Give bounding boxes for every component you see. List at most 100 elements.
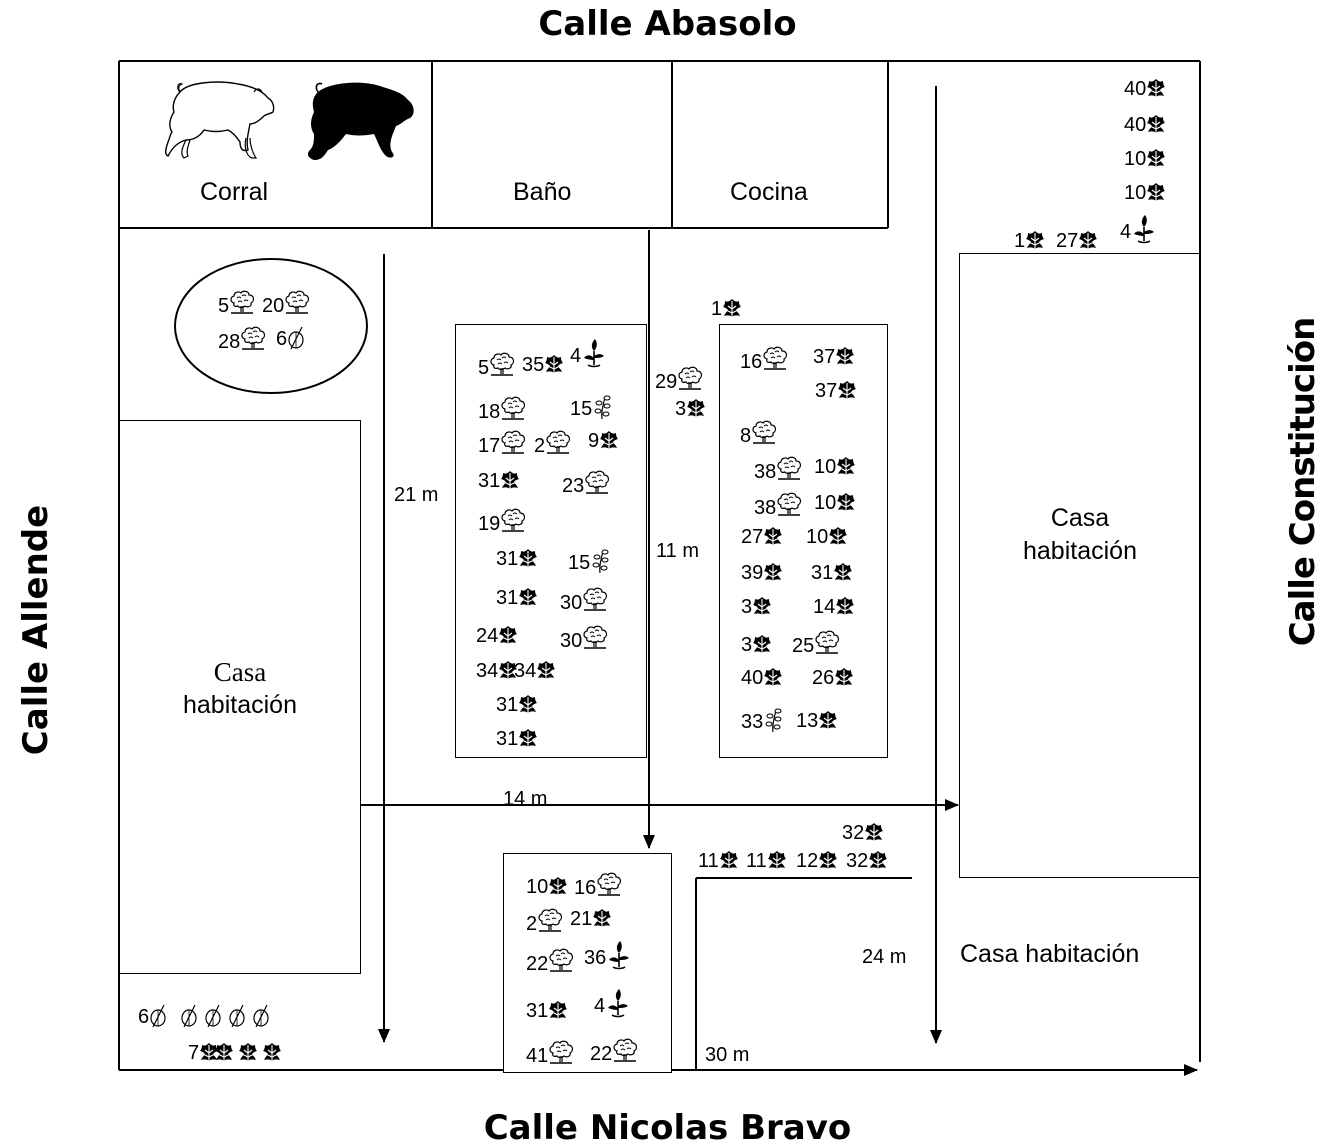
tree-icon <box>584 470 610 496</box>
plant-marker: 4 <box>594 988 631 1018</box>
plant-number: 33 <box>741 711 764 733</box>
plant-number: 10 <box>1124 148 1147 170</box>
plant-marker: 39 <box>741 562 783 584</box>
plant-number: 31 <box>496 728 519 750</box>
shrub-leaf-icon <box>1146 114 1166 134</box>
shrub-leaf-icon <box>836 492 856 512</box>
plant-number: 22 <box>526 953 549 975</box>
plant-number: 4 <box>570 345 582 367</box>
plant-number: 40 <box>1124 78 1147 100</box>
tree-icon <box>229 290 255 316</box>
shrub-leaf-icon <box>763 667 783 687</box>
herb-icon <box>763 707 783 733</box>
shrub-leaf-icon <box>1146 78 1166 98</box>
tree-icon <box>548 948 574 974</box>
flower-icon <box>605 988 631 1018</box>
plant-marker: 28 <box>218 326 266 353</box>
room-label-bano: Baño <box>513 178 572 206</box>
plant-number: 20 <box>262 295 285 317</box>
house-right-label: Casa habitación <box>960 502 1200 568</box>
shrub-leaf-icon <box>592 908 612 928</box>
plant-marker: 9 <box>588 430 619 452</box>
plant-number: 5 <box>478 357 490 379</box>
pig-outline-icon <box>165 81 275 159</box>
plant-marker: 10 <box>806 526 848 548</box>
shrub-leaf-icon <box>818 850 838 870</box>
squash-icon <box>180 1004 198 1028</box>
plant-number: 37 <box>815 380 838 402</box>
plant-marker: 3 <box>675 398 706 420</box>
house-left-label-line2: habitación <box>183 691 297 719</box>
plant-number: 16 <box>740 351 763 373</box>
plant-number: 23 <box>562 475 585 497</box>
shrub-leaf-icon <box>763 562 783 582</box>
plant-number: 41 <box>526 1045 549 1067</box>
plant-marker: 32 <box>846 850 888 872</box>
plant-marker: 10 <box>526 876 568 898</box>
plant-number: 31 <box>478 470 501 492</box>
plant-number: 10 <box>1124 182 1147 204</box>
room-label-corral: Corral <box>200 178 269 206</box>
plant-marker: 31 <box>496 587 538 609</box>
plant-marker: 29 <box>655 366 703 393</box>
tree-icon <box>500 508 526 534</box>
shrub-leaf-icon <box>548 1000 568 1020</box>
plant-marker: 27 <box>741 526 783 548</box>
shrub-leaf-icon <box>500 470 520 490</box>
plant-marker: 37 <box>815 380 857 402</box>
plant-marker: 31 <box>496 728 538 750</box>
garden-bed-left <box>455 324 647 758</box>
plant-number: 6 <box>276 328 288 350</box>
plant-marker: 16 <box>740 346 788 373</box>
plant-marker: 34 <box>476 660 518 682</box>
shrub-leaf-icon <box>548 876 568 896</box>
squash-icon <box>149 1004 167 1028</box>
plant-number: 36 <box>584 947 607 969</box>
plant-number: 13 <box>796 710 819 732</box>
plant-number: 32 <box>842 822 865 844</box>
plant-number: 17 <box>478 435 501 457</box>
plant-number: 35 <box>522 354 545 376</box>
plant-marker <box>214 1042 234 1064</box>
tree-icon <box>240 326 266 352</box>
plant-marker: 11 <box>698 850 739 872</box>
plant-number: 2 <box>534 435 546 457</box>
shrub-leaf-icon <box>518 587 538 607</box>
plant-marker: 4 <box>570 338 607 368</box>
squash-icon <box>287 326 305 350</box>
tree-icon <box>751 420 777 446</box>
plant-marker: 14 <box>813 596 855 618</box>
shrub-leaf-icon <box>536 660 556 680</box>
plant-marker: 15 <box>570 394 612 420</box>
house-right-label-line2: habitación <box>1023 537 1137 565</box>
plant-marker: 25 <box>792 630 840 657</box>
plant-marker: 1 <box>711 298 742 320</box>
shrub-leaf-icon <box>835 596 855 616</box>
plant-marker: 3 <box>741 596 772 618</box>
plant-marker: 33 <box>741 707 783 733</box>
plant-number: 12 <box>796 850 819 872</box>
shrub-leaf-icon <box>752 596 772 616</box>
plant-marker: 5 <box>218 290 255 317</box>
house-left: Casa habitación <box>119 420 361 974</box>
squash-icon <box>204 1004 222 1028</box>
herb-icon <box>592 394 612 420</box>
plant-marker: 22 <box>526 948 574 975</box>
plant-marker: 21 <box>570 908 612 930</box>
plant-marker: 13 <box>796 710 838 732</box>
plant-marker: 6 <box>276 326 305 350</box>
plant-number: 34 <box>476 660 499 682</box>
shrub-leaf-icon <box>828 526 848 546</box>
plant-marker: 30 <box>560 587 608 614</box>
plant-number: 31 <box>496 587 519 609</box>
plant-marker: 40 <box>741 667 783 689</box>
garden-bed-right <box>719 324 888 758</box>
plant-marker: 16 <box>574 872 622 899</box>
plant-number: 10 <box>814 492 837 514</box>
plant-marker: 17 <box>478 430 526 457</box>
plant-number: 9 <box>588 430 600 452</box>
tree-icon <box>596 872 622 898</box>
shrub-leaf-icon <box>599 430 619 450</box>
shrub-leaf-icon <box>834 667 854 687</box>
house-right-label-line1: Casa <box>1050 504 1110 532</box>
